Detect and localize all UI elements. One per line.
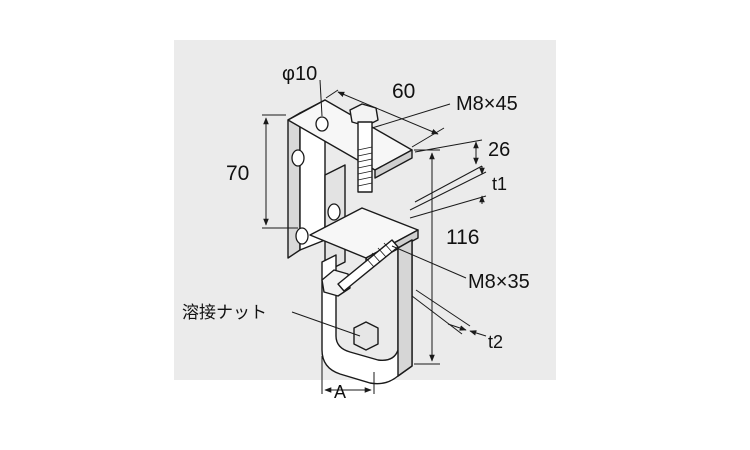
leader-welded-nut bbox=[291, 311, 361, 337]
top-bolt-shank bbox=[357, 121, 373, 193]
label-116: 116 bbox=[446, 226, 479, 249]
label-t2: t2 bbox=[488, 332, 503, 352]
label-26: 26 bbox=[488, 139, 510, 161]
label-t1: t1 bbox=[492, 174, 507, 194]
leader-phi10 bbox=[319, 79, 323, 117]
welded-nut-shape bbox=[353, 321, 379, 351]
u-body-side bbox=[397, 239, 413, 377]
label-m8x45: M8×45 bbox=[456, 93, 518, 115]
label-60: 60 bbox=[392, 80, 415, 103]
top-flange-edge bbox=[374, 149, 413, 179]
leader-m8x45 bbox=[371, 103, 451, 129]
leader-m8x35 bbox=[391, 245, 467, 279]
label-m8x35: M8×35 bbox=[468, 271, 530, 293]
hole-lower-left bbox=[295, 227, 309, 245]
label-phi10: φ10 bbox=[282, 63, 317, 85]
hole-top bbox=[315, 116, 329, 132]
hole-middle bbox=[327, 203, 341, 221]
label-welded-nut: 溶接ナット bbox=[182, 303, 267, 322]
label-a: A bbox=[334, 382, 346, 402]
hole-upper-left bbox=[291, 149, 305, 167]
dim-60-line bbox=[337, 91, 439, 135]
label-70: 70 bbox=[226, 162, 249, 185]
